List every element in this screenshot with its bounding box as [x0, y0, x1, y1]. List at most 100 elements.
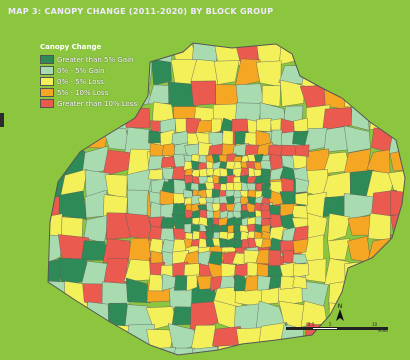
block-group-cell [125, 107, 150, 129]
block-group-cell [255, 60, 282, 88]
block-group-cell [367, 343, 394, 355]
block-group-cell [292, 154, 307, 169]
block-group-cell [292, 238, 309, 254]
block-group-cell [347, 235, 371, 263]
scale-bar [286, 327, 388, 331]
block-group-cell [300, 43, 326, 60]
block-group-cell [244, 275, 260, 292]
north-arrow-icon: N [336, 303, 344, 321]
legend-label: Greater than 10% Loss [57, 99, 138, 108]
block-group-cell [220, 262, 237, 278]
block-group-cell [213, 60, 240, 85]
block-group-cell [367, 212, 391, 241]
block-group-cell [212, 167, 222, 177]
block-group-cell [147, 155, 165, 171]
block-group-cell [349, 279, 369, 306]
block-group-cell [82, 126, 109, 149]
block-group-cell [48, 325, 67, 352]
legend-swatch [40, 77, 54, 86]
legend-label: Greater than 5% Gain [57, 55, 134, 64]
scale-label: 2.5 [308, 322, 315, 327]
block-group-cell [295, 177, 310, 194]
legend-item: Greater than 10% Loss [40, 98, 137, 109]
legend-swatch [40, 99, 54, 108]
block-group-cell [198, 238, 207, 248]
block-group-cell [260, 217, 271, 228]
block-group-cell [280, 177, 295, 195]
block-group-cell [171, 130, 188, 146]
block-group-cell [190, 80, 216, 106]
block-group-cell [323, 125, 350, 153]
block-group-cell [280, 144, 298, 157]
scale-label: 5 [329, 322, 332, 327]
block-group-cell [387, 322, 405, 351]
block-group-cell [260, 197, 271, 205]
map-title: MAP 3: CANOPY CHANGE (2011-2020) BY BLOC… [8, 7, 274, 16]
block-group-cell [232, 156, 242, 163]
legend-swatch [40, 88, 54, 97]
block-group-cell [367, 256, 395, 284]
block-group-cell [48, 126, 64, 152]
block-group-cell [388, 302, 405, 331]
legend-swatch [40, 55, 54, 64]
block-group-cell [328, 62, 348, 87]
block-group-cell [48, 147, 67, 177]
block-group-cell [344, 344, 373, 355]
block-group-cell [260, 160, 272, 171]
block-group-cell [294, 144, 310, 158]
legend-item: 5% - 10% Loss [40, 87, 137, 98]
block-group-cell [388, 82, 405, 104]
block-group-cell [104, 346, 130, 355]
block-group-cell [195, 119, 214, 134]
block-group-cell [391, 257, 405, 287]
block-group-cell [196, 275, 213, 290]
legend-item: 0% - 5% Loss [40, 76, 137, 87]
block-group-cell [61, 345, 84, 355]
block-group-cell [48, 301, 66, 328]
block-group-cell [344, 84, 372, 109]
block-group-cell [325, 43, 347, 62]
block-group-cell [174, 275, 188, 291]
scale-label: 0 [285, 322, 288, 327]
block-group-cell [390, 234, 405, 261]
block-group-cell [327, 213, 351, 242]
block-group-cell [389, 61, 405, 84]
block-group-cell [261, 238, 272, 249]
block-group-cell [346, 58, 372, 88]
block-group-cell [347, 215, 371, 236]
block-group-cell [190, 301, 218, 331]
block-group-cell [295, 192, 309, 206]
legend-label: 0% - 5% Loss [57, 77, 104, 86]
block-group-cell [84, 107, 109, 133]
block-group-cell [261, 85, 281, 107]
legend-label: 5% - 10% Loss [57, 88, 109, 97]
legend-item: 0% - 5% Gain [40, 65, 137, 76]
block-group-cell [280, 131, 295, 148]
block-group-cell [183, 189, 193, 200]
block-group-cell [369, 280, 395, 306]
legend-title: Canopy Change [40, 43, 102, 51]
block-group-cell [387, 102, 405, 131]
block-group-cell [292, 253, 308, 265]
block-group-cell [366, 237, 395, 265]
block-group-cell [125, 349, 151, 355]
block-group-cell [268, 249, 282, 267]
block-group-cell [256, 118, 272, 132]
block-group-cell [62, 306, 90, 330]
block-group-cell [388, 43, 405, 67]
block-group-cell [392, 347, 405, 355]
block-group-cell [186, 274, 198, 292]
block-group-cell [293, 263, 310, 279]
block-group-cell [80, 349, 111, 355]
block-group-cell [388, 126, 405, 155]
block-group-cell [261, 349, 283, 355]
block-group-cell [345, 300, 376, 328]
block-group-cell [366, 43, 396, 63]
north-letter: N [338, 303, 343, 310]
block-group-cell [191, 346, 221, 355]
legend-swatch [40, 66, 54, 75]
block-group-cell [48, 233, 66, 266]
block-group-cell [149, 142, 165, 159]
map-legend: Canopy Change Greater than 5% Gain 0% - … [40, 43, 137, 109]
